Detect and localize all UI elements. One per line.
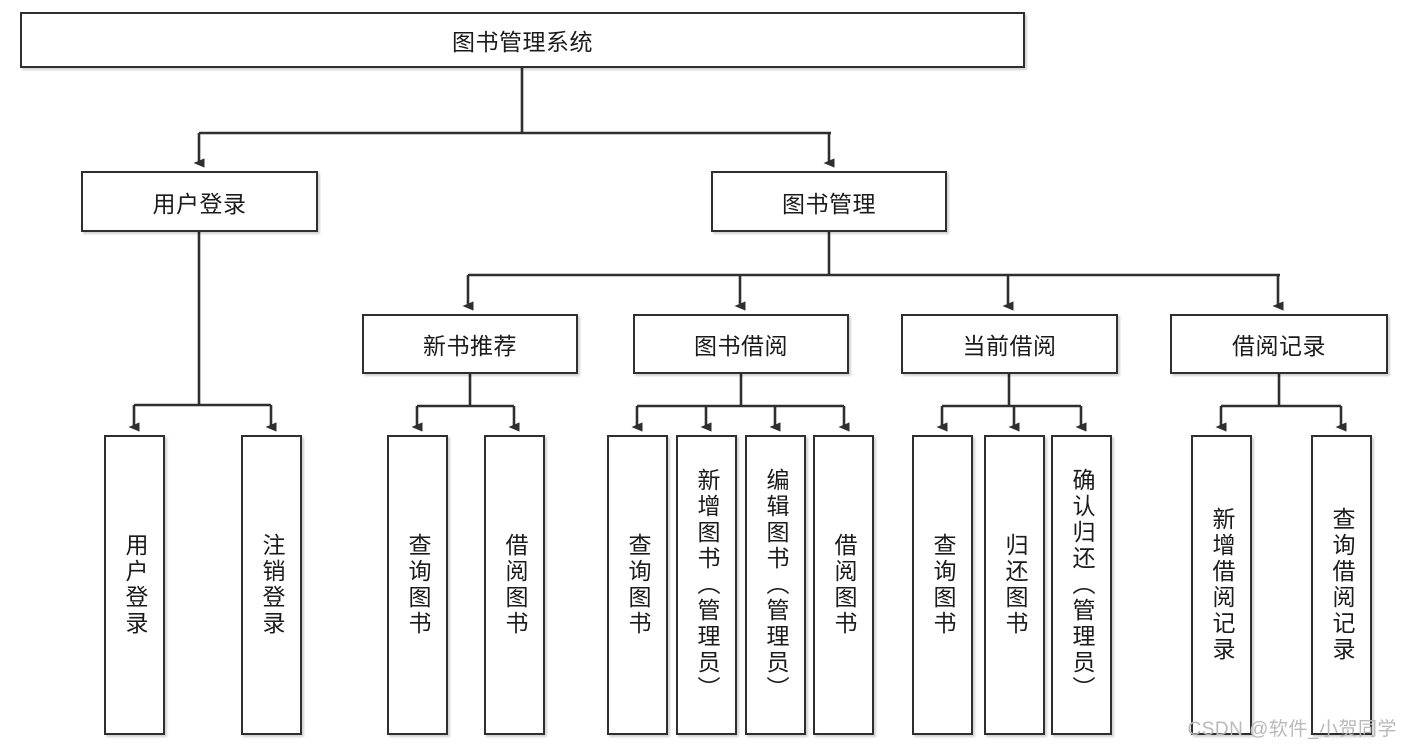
node-leaf-borrow-book[interactable]: 借阅图书 (813, 435, 874, 735)
node-leaf-user-login[interactable]: 用户登录 (104, 435, 165, 735)
node-leaf-query-book-label: 查询图书 (625, 533, 651, 637)
node-leaf-return-book-label: 归还图书 (1002, 533, 1028, 637)
node-leaf-borrow-book-label: 借阅图书 (831, 533, 857, 637)
node-leaf-query-book-rec[interactable]: 查询图书 (387, 435, 448, 735)
node-current-borrow-label: 当前借阅 (962, 333, 1057, 359)
watermark-text: CSDN @软件_小贺同学 (1187, 719, 1397, 740)
node-leaf-confirm-return-label: 确认归还（管理员） (1069, 468, 1095, 702)
node-leaf-confirm-return[interactable]: 确认归还（管理员） (1051, 435, 1112, 735)
node-root-label: 图书管理系统 (452, 29, 593, 55)
node-leaf-query-book-cur[interactable]: 查询图书 (912, 435, 973, 735)
node-new-book-recommend-label: 新书推荐 (423, 333, 517, 359)
node-leaf-user-logout-label: 注销登录 (259, 533, 285, 637)
node-leaf-query-book[interactable]: 查询图书 (607, 435, 668, 735)
node-borrow-record[interactable]: 借阅记录 (1170, 314, 1388, 374)
node-leaf-add-record-label: 新增借阅记录 (1209, 507, 1235, 663)
node-user-login[interactable]: 用户登录 (81, 171, 318, 232)
node-user-login-label: 用户登录 (152, 190, 247, 217)
node-book-borrow-label: 图书借阅 (694, 333, 788, 359)
node-current-borrow[interactable]: 当前借阅 (901, 314, 1118, 374)
node-new-book-recommend[interactable]: 新书推荐 (362, 314, 578, 374)
node-leaf-user-login-label: 用户登录 (122, 533, 148, 637)
node-leaf-edit-book-label: 编辑图书（管理员） (763, 468, 789, 702)
node-leaf-add-book-label: 新增图书（管理员） (694, 468, 720, 702)
node-root[interactable]: 图书管理系统 (20, 12, 1025, 68)
node-book-borrow[interactable]: 图书借阅 (633, 314, 849, 374)
node-leaf-edit-book[interactable]: 编辑图书（管理员） (745, 435, 806, 735)
node-leaf-query-book-rec-label: 查询图书 (405, 533, 431, 637)
connectors (128, 68, 1347, 432)
node-borrow-record-label: 借阅记录 (1232, 333, 1326, 359)
node-leaf-add-record[interactable]: 新增借阅记录 (1191, 435, 1252, 735)
node-leaf-query-record[interactable]: 查询借阅记录 (1311, 435, 1372, 735)
node-leaf-user-logout[interactable]: 注销登录 (241, 435, 302, 735)
node-leaf-query-book-cur-label: 查询图书 (930, 533, 956, 637)
node-leaf-borrow-book-rec-label: 借阅图书 (502, 533, 528, 637)
node-leaf-borrow-book-rec[interactable]: 借阅图书 (484, 435, 545, 735)
node-book-manage[interactable]: 图书管理 (711, 171, 947, 232)
node-leaf-add-book[interactable]: 新增图书（管理员） (676, 435, 737, 735)
node-leaf-return-book[interactable]: 归还图书 (984, 435, 1045, 735)
node-leaf-query-record-label: 查询借阅记录 (1329, 507, 1355, 663)
node-book-manage-label: 图书管理 (782, 190, 876, 217)
